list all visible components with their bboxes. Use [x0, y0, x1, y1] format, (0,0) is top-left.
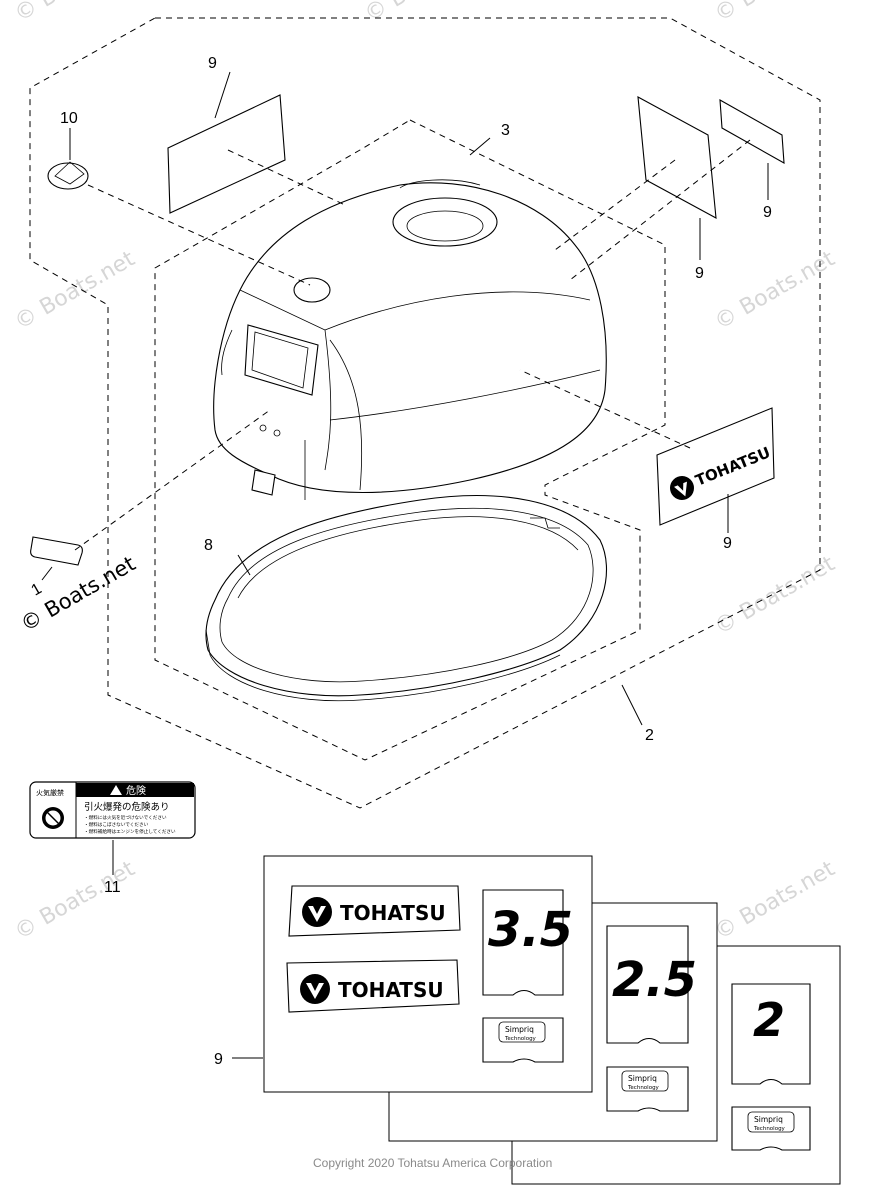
simpriq-text: Simpriq: [754, 1115, 783, 1124]
warning-title: 危険: [126, 785, 146, 797]
plug-part-1: [30, 536, 83, 566]
simpriq-subtext: Technology: [753, 1126, 786, 1132]
callout-1: 1: [29, 580, 45, 599]
callout-11: 11: [104, 879, 121, 896]
knob-part-10: [47, 161, 89, 190]
seal-ring: [205, 495, 607, 702]
simpriq-text: Simpriq: [628, 1074, 657, 1083]
inner-assembly-outline: [154, 119, 666, 761]
callout-10: 10: [60, 110, 78, 127]
callout-9: 9: [695, 265, 704, 282]
decal-kit-sheet-35: TOHATSU TOHATSU 3.5 Simpriq Technology: [263, 855, 593, 1093]
blank-decal: [719, 99, 785, 164]
callout-9: 9: [723, 535, 732, 552]
watermark: © Boats.net: [711, 0, 840, 27]
warning-bullet: ・燃料には火気を近づけないでください: [84, 814, 167, 821]
callout-9: 9: [763, 204, 772, 221]
warning-left-header: 火気厳禁: [36, 788, 64, 797]
callout-3: 3: [501, 122, 510, 139]
simpriq-subtext: Technology: [627, 1085, 660, 1091]
warning-label: 火気厳禁 危険 引火爆発の危険あり ・燃料には火気を近づけないでください ・燃料…: [29, 781, 196, 839]
watermark: © Boats.net: [711, 551, 840, 640]
blank-decal: [637, 96, 717, 219]
warning-bullet: ・燃料補給時はエンジンを停止してください: [84, 828, 176, 835]
warning-bullet: ・燃料はこぼさないでください: [84, 821, 149, 828]
callout-labels: 9 10 3 9 9 9 8 1 2 11 9: [29, 55, 773, 1068]
tohatsu-side-decal: TOHATSU: [656, 407, 775, 526]
leader-lines: [41, 71, 769, 1059]
model-number-decal: 3.5: [488, 902, 573, 958]
watermark: © Boats.net: [361, 0, 490, 27]
tohatsu-logo-text: TOHATSU: [338, 978, 444, 1002]
simpriq-text: Simpriq: [505, 1025, 534, 1034]
copyright-text: Copyright 2020 Tohatsu America Corporati…: [313, 1156, 552, 1170]
callout-2: 2: [645, 727, 654, 744]
watermark: © Boats.net: [711, 856, 840, 945]
watermark: © Boats.net: [11, 856, 140, 945]
warning-main-line: 引火爆発の危険あり: [84, 801, 170, 813]
callout-9: 9: [214, 1051, 223, 1068]
model-number-decal: 2: [753, 993, 785, 1047]
model-number-decal: 2.5: [612, 952, 697, 1008]
tohatsu-logo-text: TOHATSU: [340, 901, 446, 925]
watermark: © Boats.net: [11, 0, 140, 27]
watermark: © Boats.net: [11, 246, 140, 335]
engine-cover: [213, 179, 607, 500]
callout-9: 9: [208, 55, 217, 72]
blank-decal: [167, 94, 286, 214]
callout-8: 8: [204, 537, 213, 554]
simpriq-subtext: Technology: [504, 1036, 537, 1042]
